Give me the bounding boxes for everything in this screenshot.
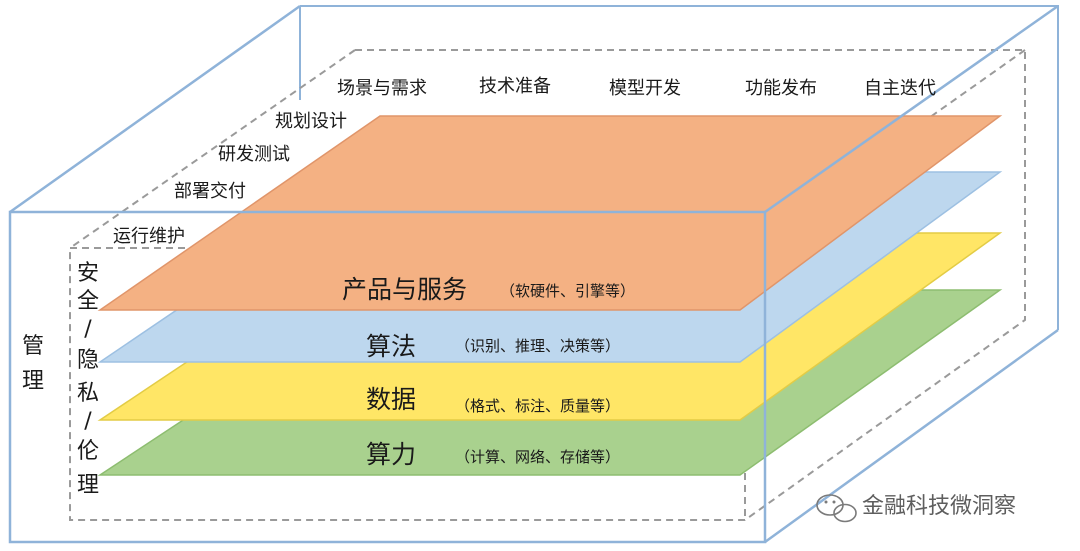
- stage-label-4: 功能发布: [745, 78, 817, 99]
- management-label-char-1: 管: [22, 334, 44, 359]
- management-label-char-2: 理: [22, 369, 44, 394]
- outer-box-front: [8, 4, 1059, 544]
- layer-subtitle-compute: （计算、网络、存储等）: [455, 448, 620, 466]
- layer-title-algorithm: 算法: [366, 332, 416, 361]
- ethics-label-char-6: /: [84, 409, 92, 434]
- layer-subtitle-data: （格式、标注、质量等）: [455, 397, 620, 415]
- ethics-label-char-3: /: [84, 317, 92, 342]
- stage-label-2: 技术准备: [479, 76, 551, 97]
- lifecycle-label-1: 规划设计: [275, 111, 347, 132]
- ethics-label-char-1: 安: [77, 261, 99, 286]
- layer-subtitle-algorithm: （识别、推理、决策等）: [455, 337, 620, 355]
- stage-label-3: 模型开发: [609, 78, 681, 99]
- lifecycle-label-4: 运行维护: [113, 226, 185, 247]
- watermark-text: 金融科技微洞察: [862, 494, 1016, 519]
- layer-title-compute: 算力: [366, 440, 416, 469]
- wechat-icon: [816, 494, 857, 523]
- stage-label-1: 场景与需求: [337, 78, 427, 99]
- layer-subtitle-product: （软硬件、引擎等）: [500, 282, 635, 300]
- ethics-label-char-7: 伦: [77, 439, 99, 464]
- layer-title-data: 数据: [366, 385, 416, 414]
- ethics-label-char-8: 理: [77, 473, 99, 498]
- stage-label-5: 自主迭代: [864, 78, 936, 99]
- layer-title-product: 产品与服务: [342, 275, 467, 304]
- lifecycle-label-2: 研发测试: [218, 144, 290, 165]
- lifecycle-label-3: 部署交付: [174, 181, 246, 202]
- ethics-label-char-4: 隐: [77, 348, 99, 373]
- ethics-label-char-5: 私: [77, 381, 99, 406]
- ethics-label-char-2: 全: [77, 289, 99, 314]
